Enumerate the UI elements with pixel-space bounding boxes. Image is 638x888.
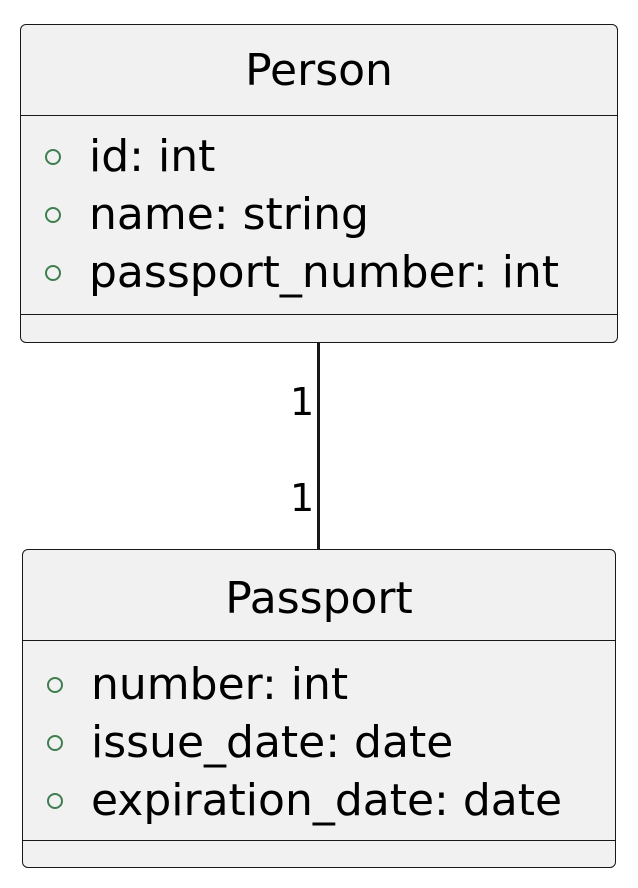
attribute-row: expiration_date: date <box>23 776 615 834</box>
class-person[interactable]: Person id: int name: string passport_num… <box>20 24 618 343</box>
class-passport[interactable]: Passport number: int issue_date: date ex… <box>22 549 616 868</box>
methods-divider <box>21 314 617 315</box>
attribute-list: number: int issue_date: date expiration_… <box>23 660 615 834</box>
public-visibility-icon <box>47 735 63 751</box>
public-visibility-icon <box>47 677 63 693</box>
attribute-text: id: int <box>89 131 216 182</box>
class-name-divider <box>21 115 617 116</box>
attribute-row: number: int <box>23 660 615 718</box>
attribute-text: number: int <box>91 659 349 710</box>
attribute-row: passport_number: int <box>21 248 617 306</box>
attribute-row: id: int <box>21 132 617 190</box>
class-name-person: Person <box>245 45 393 96</box>
attribute-text: issue_date: date <box>91 717 454 768</box>
attribute-row: name: string <box>21 190 617 248</box>
attribute-text: expiration_date: date <box>91 775 563 826</box>
class-name-passport: Passport <box>225 573 413 624</box>
public-visibility-icon <box>47 793 63 809</box>
attribute-text: passport_number: int <box>89 247 560 298</box>
public-visibility-icon <box>45 265 61 281</box>
public-visibility-icon <box>45 207 61 223</box>
attribute-row: issue_date: date <box>23 718 615 776</box>
public-visibility-icon <box>45 149 61 165</box>
association-line[interactable] <box>317 343 320 549</box>
attribute-list: id: int name: string passport_number: in… <box>21 132 617 306</box>
multiplicity-passport: 1 <box>290 476 315 520</box>
attribute-text: name: string <box>89 189 369 240</box>
methods-divider <box>23 840 615 841</box>
multiplicity-person: 1 <box>290 380 315 424</box>
class-name-divider <box>23 640 615 641</box>
